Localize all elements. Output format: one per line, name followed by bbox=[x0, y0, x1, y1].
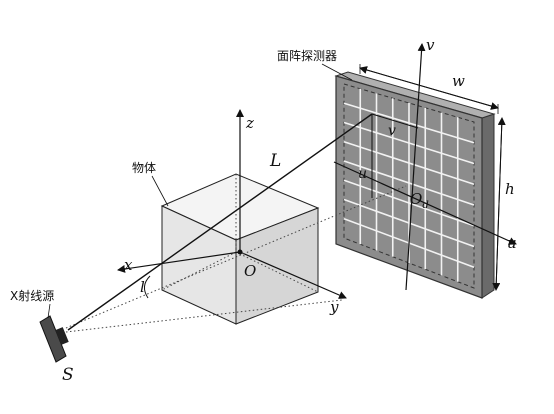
detector-active-area bbox=[343, 83, 475, 289]
source-body bbox=[39, 315, 67, 363]
width-dimension bbox=[359, 64, 499, 114]
detector-v-axis bbox=[405, 43, 426, 291]
axis-u-label: u bbox=[507, 234, 517, 252]
detector-u-axis bbox=[333, 161, 517, 245]
object-caption: 物体 bbox=[132, 161, 156, 175]
grid-line bbox=[343, 198, 475, 248]
object-x-axis bbox=[117, 251, 241, 273]
origin-label: O bbox=[244, 262, 256, 280]
pixel-v-guide bbox=[371, 113, 419, 129]
distance-L-label: L bbox=[269, 151, 281, 171]
distance-l-arc bbox=[144, 275, 151, 299]
central-ray bbox=[65, 185, 407, 329]
object-cube bbox=[160, 173, 320, 325]
area-detector bbox=[334, 71, 496, 299]
axis-y-label: y bbox=[329, 298, 339, 316]
projection-ray bbox=[67, 113, 373, 331]
pixel-u-label: u bbox=[358, 166, 367, 182]
grid-line bbox=[343, 179, 475, 227]
detector-caption: 面阵探测器 bbox=[277, 49, 337, 63]
object-y-axis bbox=[239, 251, 347, 299]
source-point-label: S bbox=[62, 365, 74, 385]
cube-right-face bbox=[235, 207, 319, 325]
origin-point bbox=[237, 249, 243, 255]
pixel-v-label: v bbox=[388, 123, 396, 139]
grid-line bbox=[343, 160, 475, 206]
width-label: w bbox=[452, 72, 465, 90]
detector-leader bbox=[321, 63, 353, 81]
detector-side-face bbox=[481, 113, 495, 299]
xray-source bbox=[39, 315, 69, 363]
axis-x-label: x bbox=[124, 256, 133, 274]
distance-l-label: l bbox=[140, 278, 145, 296]
xray-source-caption: X射线源 bbox=[10, 288, 54, 303]
axis-v-label: v bbox=[426, 36, 435, 54]
height-dimension bbox=[492, 117, 506, 291]
detector-origin-label: Od bbox=[410, 190, 429, 211]
source-emitter bbox=[55, 327, 69, 345]
object-leader bbox=[151, 175, 169, 207]
xray-source-leader bbox=[47, 303, 51, 319]
height-label: h bbox=[505, 180, 515, 198]
detector-pixel-grid bbox=[343, 88, 475, 282]
axis-z-label: z bbox=[245, 114, 254, 132]
